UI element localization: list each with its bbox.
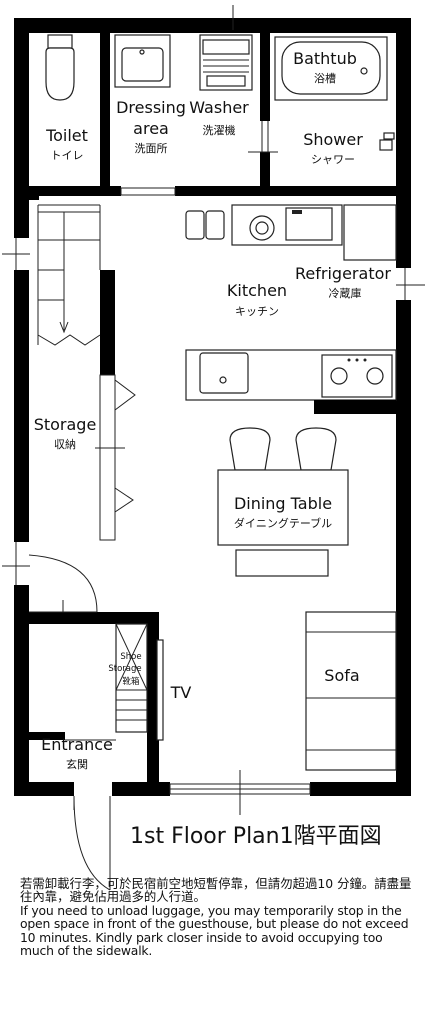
dressing-label-jp: 洗面所 bbox=[135, 142, 168, 155]
entrance-label: Entrance bbox=[41, 735, 113, 754]
left-windows bbox=[2, 238, 425, 585]
dressing-sink bbox=[114, 34, 171, 88]
notice-en: If you need to unload luggage, you may t… bbox=[20, 902, 409, 959]
bathtub-label: Bathtub bbox=[293, 49, 357, 68]
shower-label-jp: シャワー bbox=[311, 153, 355, 166]
plan-title: 1st Floor Plan1階平面図 bbox=[130, 824, 382, 849]
entrance-label-jp: 玄関 bbox=[66, 757, 88, 771]
storage-label-jp: 収納 bbox=[54, 438, 76, 451]
kitchen-fixtures bbox=[185, 204, 397, 414]
entrance-doors bbox=[28, 554, 111, 891]
washer-label-jp: 洗濯機 bbox=[203, 123, 236, 137]
tv-label: TV bbox=[170, 683, 192, 702]
sofa-label: Sofa bbox=[324, 666, 359, 685]
shower-label: Shower bbox=[303, 130, 363, 149]
dining-label: Dining Table bbox=[234, 494, 332, 513]
sofa-fixture bbox=[305, 611, 397, 771]
shoe-label-2: Storage bbox=[108, 664, 141, 674]
toilet-label-jp: トイレ bbox=[51, 149, 84, 162]
toilet-fixture bbox=[45, 34, 75, 101]
parking-notice: 若需卸載行李，可於民宿前空地短暫停靠，但請勿超過10 分鐘。請盡量往內靠，避免佔… bbox=[20, 877, 415, 957]
outer-walls bbox=[14, 18, 411, 796]
bottom-window bbox=[169, 770, 311, 815]
shoe-label-jp: 靴箱 bbox=[122, 676, 140, 687]
bathtub-label-jp: 浴槽 bbox=[314, 72, 336, 85]
shower-door bbox=[248, 121, 278, 153]
bathtub-fixture bbox=[274, 36, 388, 101]
upper-interior-walls bbox=[29, 33, 396, 196]
toilet-label: Toilet bbox=[45, 126, 88, 145]
entrance-walls bbox=[29, 612, 164, 782]
kitchen-label-jp: キッチン bbox=[235, 305, 279, 318]
shower-head bbox=[379, 132, 395, 151]
kitchen-label: Kitchen bbox=[227, 281, 287, 300]
stairs bbox=[29, 196, 136, 541]
dining-fixtures bbox=[217, 427, 349, 577]
refrigerator-label: Refrigerator bbox=[295, 264, 391, 283]
washer-fixture bbox=[199, 34, 253, 91]
dressing-label: Dressing bbox=[116, 98, 186, 117]
shoe-label: Shoe bbox=[120, 652, 141, 662]
notice-zh: 若需卸載行李，可於民宿前空地短暫停靠，但請勿超過10 分鐘。請盡量往內靠，避免佔… bbox=[20, 876, 412, 905]
refrigerator-label-jp: 冷蔵庫 bbox=[329, 286, 362, 300]
dressing-label-2: area bbox=[133, 119, 169, 138]
washer-label: Washer bbox=[189, 98, 249, 117]
dining-label-jp: ダイニングテーブル bbox=[234, 516, 332, 530]
storage-label: Storage bbox=[34, 415, 97, 434]
